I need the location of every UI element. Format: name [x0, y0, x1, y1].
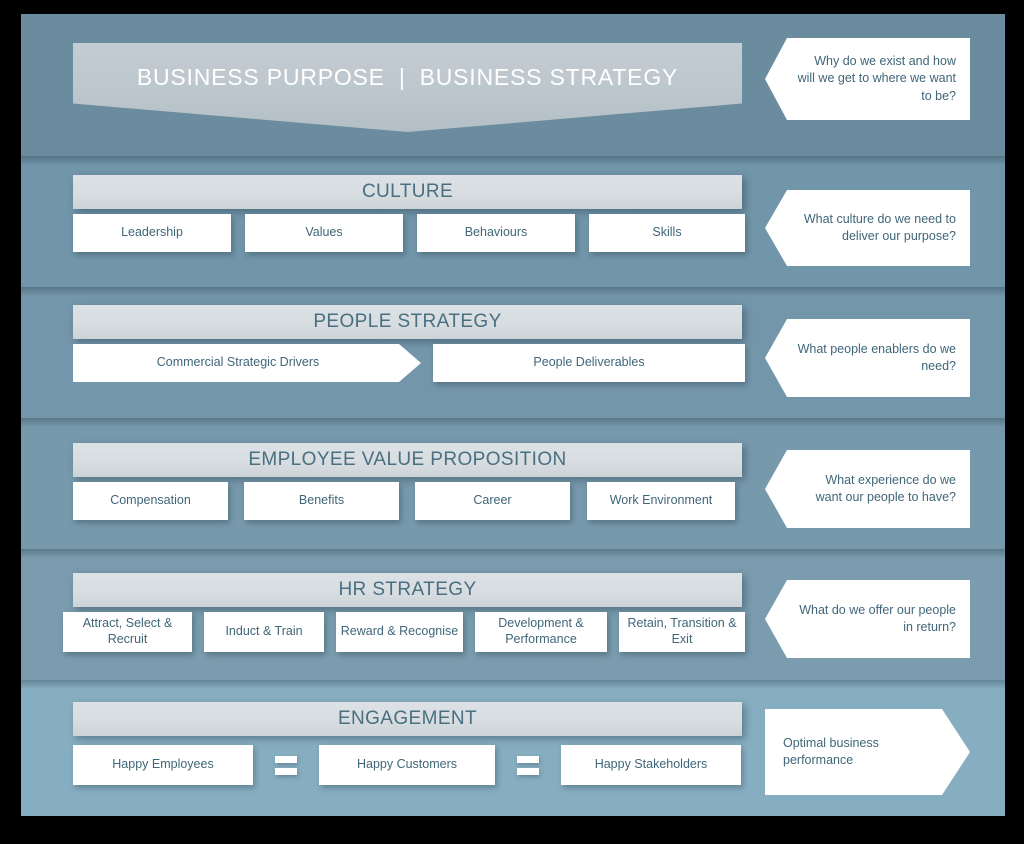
item-label: Work Environment [609, 493, 713, 508]
item-box-work-environment[interactable]: Work Environment [587, 482, 735, 520]
callout-text: Optimal business performance [783, 735, 879, 767]
callout-text: What experience do we want our people to… [815, 472, 956, 504]
item-label: Benefits [298, 493, 345, 508]
item-label: Development & Performance [498, 616, 584, 646]
equals-icon [275, 755, 297, 775]
section-header-evp-label: EMPLOYEE VALUE PROPOSITION [248, 449, 567, 470]
item-box-happy-employees[interactable]: Happy Employees [73, 745, 253, 785]
item-label: Commercial Strategic Drivers [156, 355, 320, 370]
callout-text: What do we offer our people in return? [799, 602, 956, 634]
section-header-culture-label: CULTURE [361, 181, 454, 202]
item-label: Reward & Recognise [340, 624, 459, 639]
item-label: Happy Customers [356, 757, 458, 772]
item-label: Happy Stakeholders [594, 757, 708, 772]
item-box-leadership[interactable]: Leadership [73, 214, 231, 252]
item-box-development-performance[interactable]: Development & Performance [475, 612, 607, 652]
item-box-benefits[interactable]: Benefits [244, 482, 399, 520]
section-header-engagement-label: ENGAGEMENT [337, 708, 478, 729]
item-box-people-deliverables[interactable]: People Deliverables [433, 344, 745, 382]
banner-title-right: BUSINESS STRATEGY [419, 64, 679, 90]
section-header-people-strategy[interactable]: PEOPLE STRATEGY [73, 305, 742, 339]
section-header-hr-strategy-label: HR STRATEGY [338, 579, 477, 600]
item-box-happy-customers[interactable]: Happy Customers [319, 745, 495, 785]
item-label: Skills [652, 225, 682, 240]
item-box-compensation[interactable]: Compensation [73, 482, 228, 520]
banner-title: BUSINESS PURPOSE | BUSINESS STRATEGY [137, 64, 678, 91]
item-label: Behaviours [464, 225, 528, 240]
callout-text: What culture do we need to deliver our p… [803, 211, 956, 243]
section-header-hr-strategy[interactable]: HR STRATEGY [73, 573, 742, 607]
item-label: Values [305, 225, 343, 240]
item-label: Career [473, 493, 512, 508]
section-header-culture[interactable]: CULTURE [73, 175, 742, 209]
callout-people-strategy[interactable]: What people enablers do we need? [765, 319, 970, 397]
banner-title-left: BUSINESS PURPOSE [136, 64, 385, 90]
item-label: Retain, Transition & Exit [627, 616, 737, 646]
equals-icon [517, 755, 539, 775]
item-box-attract-select-recruit[interactable]: Attract, Select & Recruit [63, 612, 192, 652]
item-row-hr-strategy: Attract, Select & Recruit Induct & Train… [63, 612, 755, 652]
item-row-people-strategy: Commercial Strategic Drivers People Deli… [73, 344, 745, 382]
item-box-induct-train[interactable]: Induct & Train [204, 612, 324, 652]
section-header-evp[interactable]: EMPLOYEE VALUE PROPOSITION [73, 443, 742, 477]
item-label: People Deliverables [533, 355, 645, 370]
item-box-retain-transition-exit[interactable]: Retain, Transition & Exit [619, 612, 745, 652]
item-label: Attract, Select & Recruit [82, 616, 173, 646]
item-row-evp: Compensation Benefits Career Work Enviro… [73, 482, 745, 520]
item-box-career[interactable]: Career [415, 482, 570, 520]
section-header-engagement[interactable]: ENGAGEMENT [73, 702, 742, 736]
banner-title-separator: | [398, 64, 406, 90]
section-header-people-strategy-label: PEOPLE STRATEGY [313, 311, 502, 332]
item-box-values[interactable]: Values [245, 214, 403, 252]
item-label: Happy Employees [112, 757, 214, 772]
item-box-reward-recognise[interactable]: Reward & Recognise [336, 612, 463, 652]
callout-hr-strategy[interactable]: What do we offer our people in return? [765, 580, 970, 658]
item-box-behaviours[interactable]: Behaviours [417, 214, 575, 252]
callout-engagement[interactable]: Optimal business performance [765, 709, 970, 795]
item-label: Compensation [110, 493, 191, 508]
callout-text: What people enablers do we need? [797, 341, 956, 373]
item-row-engagement: Happy Employees Happy Customers Happy St… [73, 745, 745, 785]
item-box-commercial-strategic-drivers[interactable]: Commercial Strategic Drivers [73, 344, 421, 382]
callout-culture[interactable]: What culture do we need to deliver our p… [765, 190, 970, 266]
item-row-culture: Leadership Values Behaviours Skills [73, 214, 745, 252]
item-box-happy-stakeholders[interactable]: Happy Stakeholders [561, 745, 741, 785]
callout-text: Why do we exist and how will we get to w… [797, 54, 956, 103]
item-label: Leadership [121, 225, 183, 240]
callout-business-purpose[interactable]: Why do we exist and how will we get to w… [765, 38, 970, 120]
diagram-canvas: BUSINESS PURPOSE | BUSINESS STRATEGY CULTU… [21, 14, 1005, 816]
item-label: Induct & Train [225, 624, 303, 639]
callout-evp[interactable]: What experience do we want our people to… [765, 450, 970, 528]
item-box-skills[interactable]: Skills [589, 214, 745, 252]
